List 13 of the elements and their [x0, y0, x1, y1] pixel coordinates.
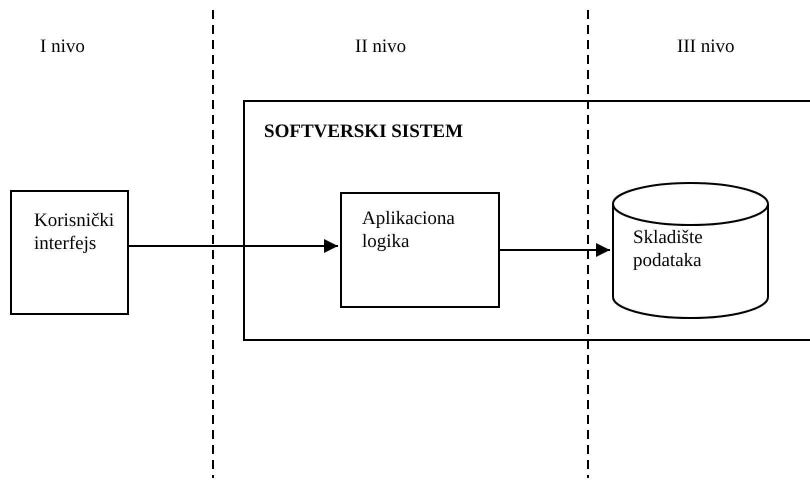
tier-label: III nivo [677, 36, 735, 58]
tier-label: I nivo [40, 36, 85, 58]
process-box [10, 190, 129, 315]
node-label: Aplikaciona logika [362, 207, 456, 253]
database-cylinder [612, 182, 769, 319]
arrow [129, 239, 338, 253]
group-title: SOFTVERSKI SISTEM [264, 120, 464, 143]
node-label: Korisnički interfejs [34, 209, 116, 255]
tier-label: II nivo [355, 36, 406, 58]
node-label: Skladište podataka [633, 226, 704, 272]
process-box [340, 192, 500, 308]
arrow [498, 243, 610, 257]
system-boundary-box [243, 100, 810, 341]
